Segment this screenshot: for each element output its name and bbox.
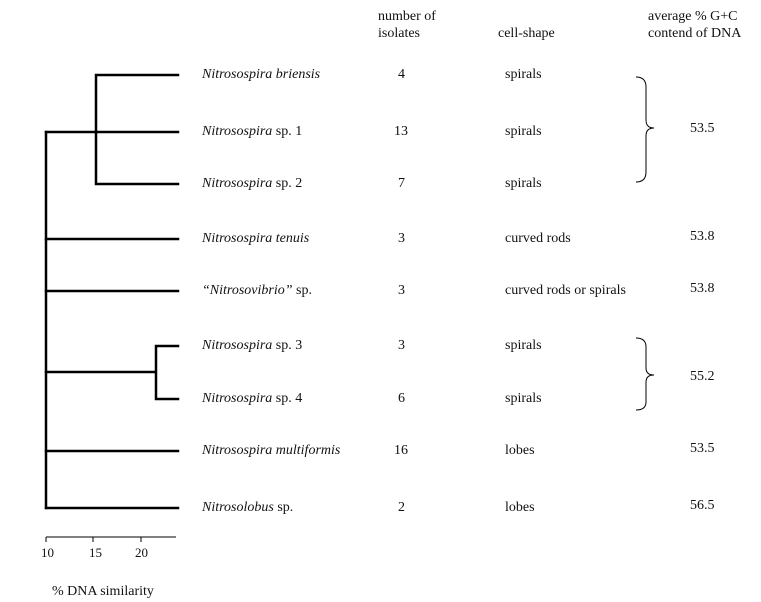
taxon-label: Nitrosospira briensis [202, 67, 321, 82]
taxon-label: Nitrosolobus sp. [202, 500, 294, 515]
header-isolates-line1: number of [378, 9, 436, 24]
isolate-count: 16 [394, 443, 408, 458]
axis-tick-label: 10 [41, 545, 54, 560]
header-gc-line1: average % G+C [648, 9, 738, 24]
header-isolates-line2: isolates [378, 26, 420, 41]
cell-shape: spirals [505, 176, 542, 191]
cell-shape: spirals [505, 67, 542, 82]
axis-tick-label: 15 [89, 545, 102, 560]
taxon-label: Nitrosospira multiformis [202, 443, 341, 458]
axis-tick-label: 20 [135, 545, 148, 560]
isolate-count: 2 [398, 500, 405, 515]
cell-shape: spirals [505, 391, 542, 406]
isolate-count: 6 [398, 391, 405, 406]
header-isolates: number of isolates [378, 8, 436, 42]
gc-value: 53.8 [690, 229, 715, 244]
taxon-label: “Nitrosovibrio” sp. [202, 283, 312, 298]
gc-value: 53.5 [690, 441, 715, 456]
branch-cluster-1-3 [44, 73, 180, 186]
header-cell-shape: cell-shape [498, 26, 555, 41]
isolate-count: 3 [398, 283, 405, 298]
cell-shape: spirals [505, 124, 542, 139]
taxon-label: Nitrosospira sp. 3 [202, 338, 303, 353]
scale-axis [45, 536, 176, 542]
axis-label: % DNA similarity [52, 584, 154, 599]
gc-value: 53.8 [690, 281, 715, 296]
cell-shape: lobes [505, 500, 535, 515]
header-gc: average % G+C contend of DNA [648, 8, 741, 42]
header-gc-line2: contend of DNA [648, 26, 742, 41]
cell-shape: curved rods [505, 231, 571, 246]
cell-shape: curved rods or spirals [505, 283, 626, 298]
taxon-label: Nitrosospira tenuis [202, 231, 310, 246]
isolate-count: 3 [398, 338, 405, 353]
taxon-label: Nitrosospira sp. 1 [202, 124, 303, 139]
branch-cluster-6-7 [44, 344, 180, 401]
cell-shape: lobes [505, 443, 535, 458]
isolate-count: 7 [398, 176, 405, 191]
gc-value: 56.5 [690, 498, 715, 513]
cell-shape: spirals [505, 338, 542, 353]
isolate-count: 4 [398, 67, 405, 82]
gc-value: 53.5 [690, 121, 715, 136]
gc-value: 55.2 [690, 369, 715, 384]
brace-group-1-3 [635, 76, 655, 183]
isolate-count: 3 [398, 231, 405, 246]
taxon-label: Nitrosospira sp. 2 [202, 176, 303, 191]
isolate-count: 13 [394, 124, 408, 139]
brace-group-6-7 [635, 337, 655, 411]
taxon-label: Nitrosospira sp. 4 [202, 391, 303, 406]
